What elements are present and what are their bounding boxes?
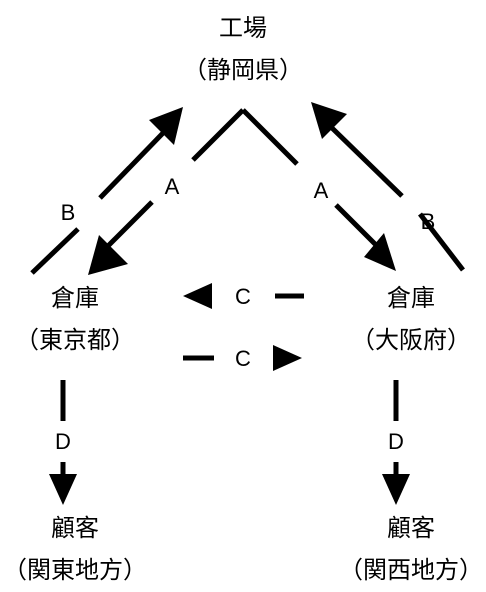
arrowhead-c-bottom — [273, 345, 302, 371]
edge-b-to-factory-right: B — [311, 102, 465, 272]
warehouse-osaka-location: （大阪府） — [351, 326, 471, 354]
warehouse-osaka-name: 倉庫 — [387, 284, 435, 312]
edge-a-left-upper-segment — [191, 108, 245, 162]
node-warehouse-tokyo: 倉庫 （東京都） — [15, 284, 135, 354]
edge-a-to-osaka: A — [241, 108, 396, 271]
edge-c-bottom-label: C — [235, 346, 251, 371]
node-factory: 工場 （静岡県） — [183, 14, 303, 84]
customer-kansai-location: （関西地方） — [339, 556, 483, 584]
edge-d-left-label: D — [55, 429, 71, 454]
arrowhead-a-right — [364, 233, 396, 271]
arrowhead-a-left — [88, 235, 128, 275]
node-customer-kanto: 顧客 （関東地方） — [3, 514, 147, 584]
edge-a-left-lower-segment — [106, 200, 154, 248]
edge-a-right-label: A — [314, 178, 329, 203]
customer-kanto-location: （関東地方） — [3, 556, 147, 584]
warehouse-tokyo-name: 倉庫 — [51, 284, 99, 312]
arrowhead-b-right — [311, 102, 347, 139]
edge-c-osaka-to-tokyo: C — [183, 283, 304, 309]
edge-a-right-lower-segment — [334, 203, 378, 247]
warehouse-tokyo-location: （東京都） — [15, 326, 135, 354]
edge-b-left-upper-segment — [98, 130, 166, 200]
edge-c-tokyo-to-osaka: C — [183, 345, 302, 371]
arrowhead-c-top — [183, 283, 212, 309]
edge-d-tokyo-to-kanto: D — [49, 380, 77, 505]
edge-b-right-label: B — [421, 209, 436, 234]
edge-a-right-upper-segment — [241, 108, 299, 166]
factory-location: （静岡県） — [183, 56, 303, 84]
factory-name: 工場 — [219, 14, 267, 42]
edge-a-to-tokyo: A — [88, 108, 245, 275]
edge-a-left-label: A — [165, 174, 180, 199]
customer-kansai-name: 顧客 — [387, 514, 435, 542]
edge-b-to-factory-left: B — [30, 107, 183, 275]
edge-d-osaka-to-kansai: D — [382, 380, 410, 505]
edge-d-right-label: D — [388, 429, 404, 454]
node-customer-kansai: 顧客 （関西地方） — [339, 514, 483, 584]
edge-b-right-upper-segment — [330, 126, 404, 198]
arrowhead-b-left — [149, 107, 183, 145]
edge-b-right-lower-segment — [418, 212, 465, 272]
edge-c-top-label: C — [235, 284, 251, 309]
arrowhead-d-left — [49, 474, 77, 505]
edge-b-left-lower-segment — [30, 227, 80, 275]
edge-b-left-label: B — [61, 200, 76, 225]
node-warehouse-osaka: 倉庫 （大阪府） — [351, 284, 471, 354]
arrowhead-d-right — [382, 474, 410, 505]
customer-kanto-name: 顧客 — [51, 514, 99, 542]
